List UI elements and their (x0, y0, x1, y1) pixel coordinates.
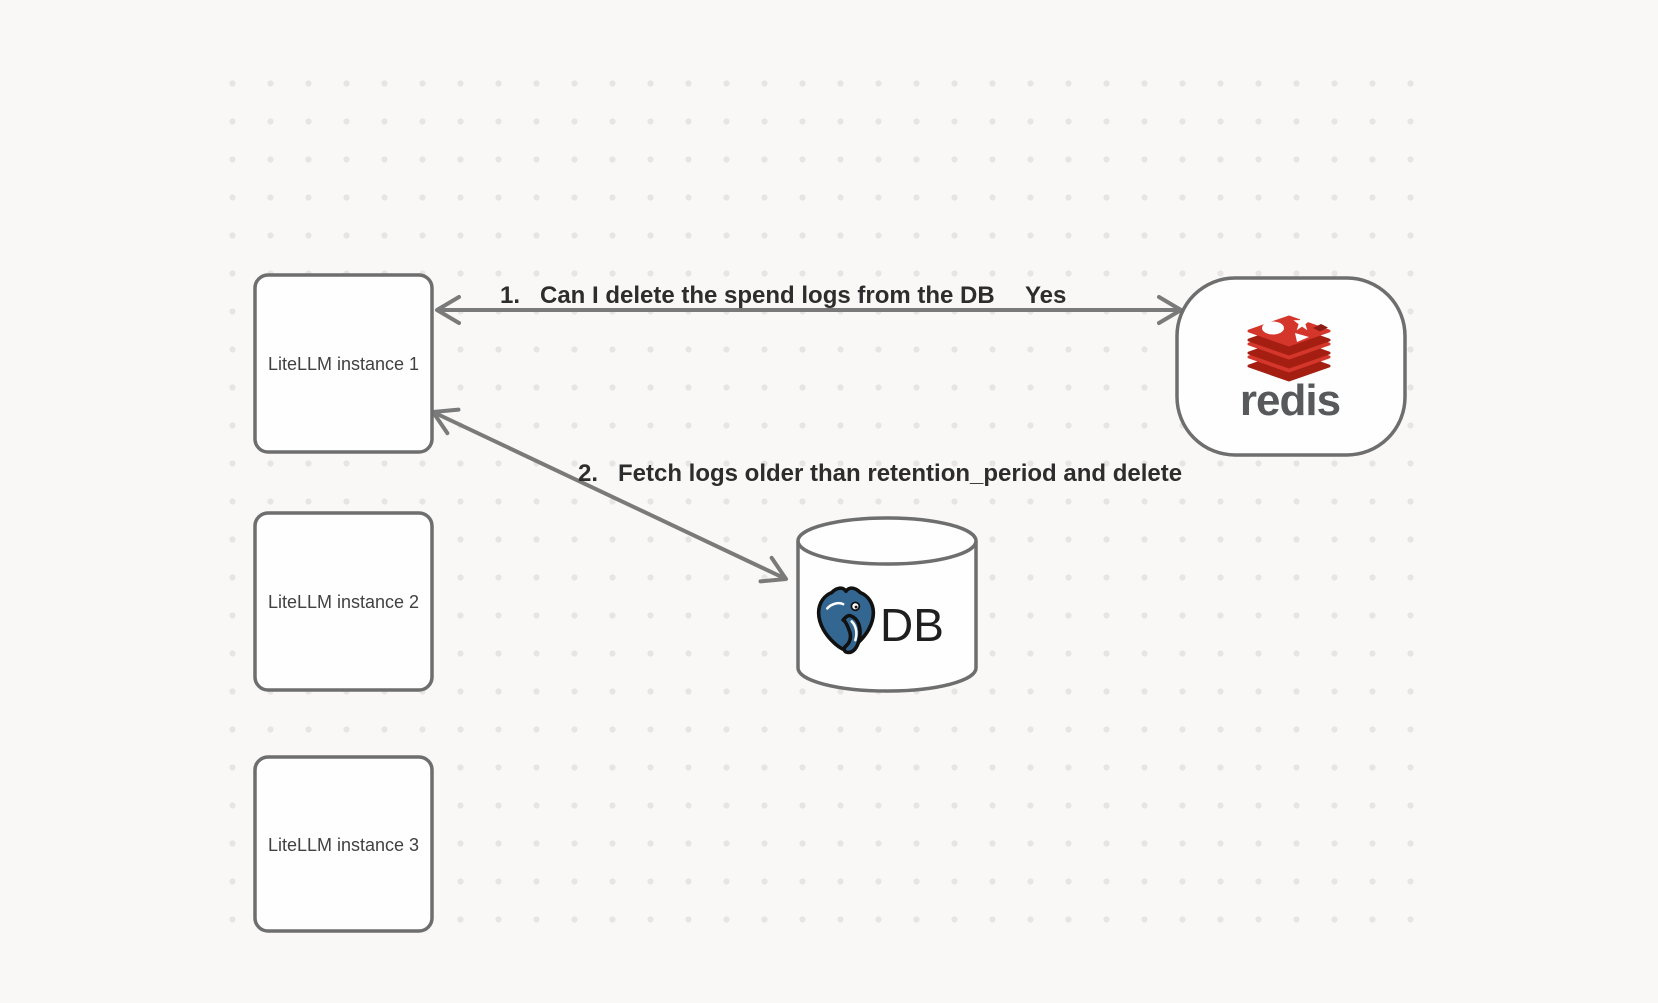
instance3-label: LiteLLM instance 3 (268, 835, 419, 855)
instance1-box (253, 273, 434, 454)
edge1-label: Can I delete the spend logs from the DB (540, 282, 995, 309)
node-database: DB (796, 516, 978, 693)
node-litellm-instance-1: LiteLLM instance 1 (253, 273, 434, 454)
node-litellm-instance-2: LiteLLM instance 2 (253, 511, 434, 692)
instance2-box (253, 511, 434, 692)
instance3-box (253, 755, 434, 933)
node-redis: redis (1175, 276, 1407, 457)
database-cylinder-top (796, 516, 978, 566)
instance2-label: LiteLLM instance 2 (268, 592, 419, 612)
db-label: DB (880, 599, 944, 651)
edge1-number: 1. (500, 282, 520, 309)
edge2-label: Fetch logs older than retention_period a… (618, 460, 1182, 487)
redis-logo-icon (1247, 314, 1331, 382)
postgresql-elephant-icon (816, 586, 876, 655)
arrow-instance1-db (431, 407, 788, 584)
edge2-number: 2. (578, 460, 598, 487)
edge1-response: Yes (1025, 282, 1066, 309)
instance1-label: LiteLLM instance 1 (268, 354, 419, 374)
redis-wordmark: redis (1240, 376, 1340, 425)
node-litellm-instance-3: LiteLLM instance 3 (253, 755, 434, 933)
database-cylinder-body (796, 541, 978, 693)
